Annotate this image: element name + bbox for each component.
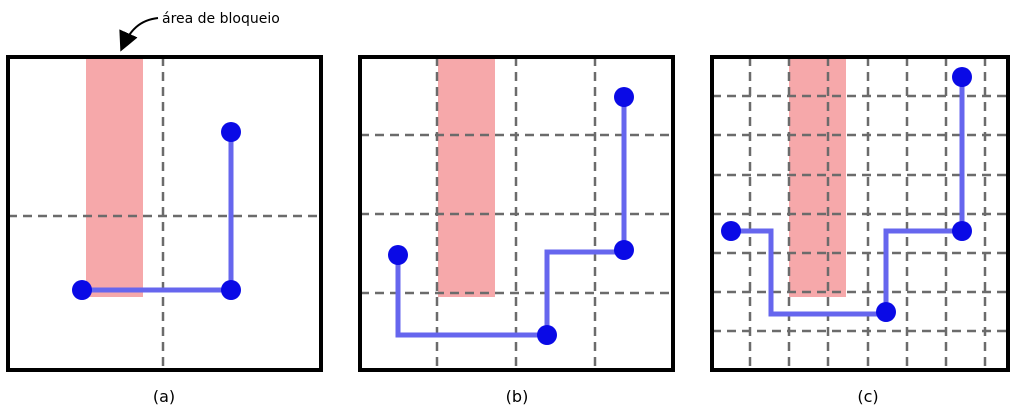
route-node: [388, 245, 408, 265]
annotation-arrow: [119, 17, 159, 52]
panel-b: (b): [358, 55, 675, 406]
grid-lines: [712, 57, 1008, 370]
blocked-area: [86, 57, 143, 297]
route-node: [721, 221, 741, 241]
route-node: [614, 240, 634, 260]
route-node: [614, 87, 634, 107]
route-path: [731, 77, 965, 317]
panel-label: (b): [506, 387, 529, 406]
panel-frame: [6, 55, 323, 372]
panel-label: (a): [153, 387, 175, 406]
route-path: [395, 97, 627, 338]
route-node: [537, 325, 557, 345]
grid-lines: [360, 57, 673, 370]
panel-frame: [358, 55, 675, 372]
panel-a: (a): [6, 55, 323, 406]
route-node: [952, 221, 972, 241]
annotation-label: área de bloqueio: [162, 11, 280, 27]
route-node: [952, 67, 972, 87]
grid-lines: [8, 57, 321, 370]
panel-frame: [710, 55, 1010, 372]
panel-label: (c): [857, 387, 878, 406]
panel-c: (c): [710, 55, 1010, 406]
blocked-area: [438, 57, 495, 297]
route-node: [221, 122, 241, 142]
route-node: [221, 280, 241, 300]
route-node: [72, 280, 92, 300]
route-node: [876, 302, 896, 322]
blocked-area: [789, 57, 846, 297]
